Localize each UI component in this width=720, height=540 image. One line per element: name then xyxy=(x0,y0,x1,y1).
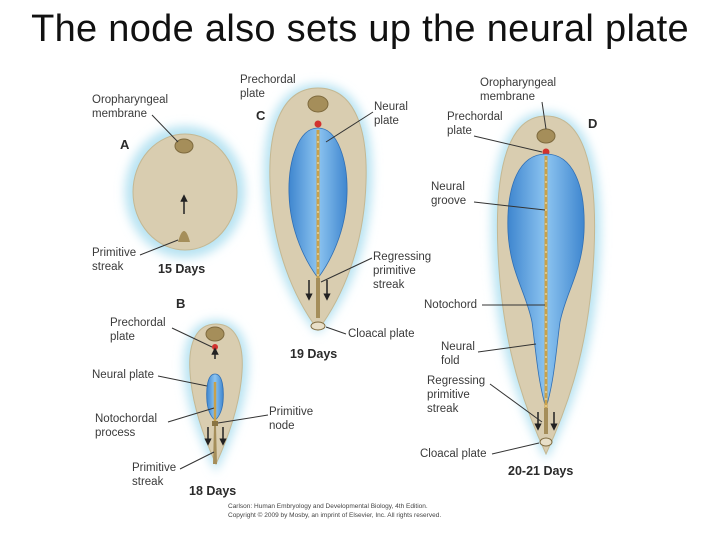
prechordal-plate-c xyxy=(314,120,322,128)
primitive-node-b xyxy=(212,421,218,426)
label-regressing-d-2: primitive xyxy=(427,389,470,401)
label-regressing-c-2: primitive xyxy=(373,265,416,277)
panel-letter-b: B xyxy=(176,296,185,311)
credit-line-2: Copyright © 2009 by Mosby, an imprint of… xyxy=(228,511,441,519)
days-label-d: 20-21 Days xyxy=(508,464,573,478)
oropharyngeal-membrane-d xyxy=(536,128,556,144)
days-label-c: 19 Days xyxy=(290,347,337,361)
panel-letter-d: D xyxy=(588,116,597,131)
label-primitive-node-b-2: node xyxy=(269,420,295,432)
label-notochord-d: Notochord xyxy=(424,299,477,311)
label-primitive-streak-b-1: Primitive xyxy=(132,462,176,474)
days-label-a: 15 Days xyxy=(158,262,205,276)
label-oropharyngeal-d-2: membrane xyxy=(480,91,535,103)
prechordal-plate-b xyxy=(212,344,218,350)
label-primitive-streak-a-1: Primitive xyxy=(92,247,136,259)
label-cloacal-c: Cloacal plate xyxy=(348,328,414,340)
label-primitive-streak-a-2: streak xyxy=(92,261,124,273)
label-neural-plate-c-2: plate xyxy=(374,115,399,127)
primitive-streak-a xyxy=(178,231,190,242)
label-notochordal-b-1: Notochordal xyxy=(95,413,157,425)
panel-letter-a: A xyxy=(120,137,130,152)
label-neural-fold-d-2: fold xyxy=(441,355,460,367)
label-neural-groove-d-1: Neural xyxy=(431,181,465,193)
label-regressing-d-1: Regressing xyxy=(427,375,485,387)
embryo-figure: Oropharyngeal membrane A Primitive strea… xyxy=(90,72,626,520)
days-label-b: 18 Days xyxy=(189,484,236,498)
label-regressing-c-1: Regressing xyxy=(373,251,431,263)
label-prechordal-d-2: plate xyxy=(447,125,472,137)
cloacal-plate-d xyxy=(539,437,553,447)
label-neural-plate-b: Neural plate xyxy=(92,369,154,381)
cloacal-plate-c xyxy=(310,321,326,331)
label-oropharyngeal-a-1: Oropharyngeal xyxy=(92,94,168,106)
embryo-diagram: Oropharyngeal membrane A Primitive strea… xyxy=(92,74,601,519)
slide-title: The node also sets up the neural plate xyxy=(31,8,689,50)
oropharyngeal-membrane-a xyxy=(174,138,194,154)
label-neural-groove-d-2: groove xyxy=(431,195,466,207)
label-prechordal-d-1: Prechordal xyxy=(447,111,503,123)
panel-b-embryo xyxy=(183,320,249,472)
oropharyngeal-membrane-c xyxy=(307,95,329,113)
label-prechordal-b-2: plate xyxy=(110,331,135,343)
label-notochordal-b-2: process xyxy=(95,427,136,439)
label-neural-fold-d-1: Neural xyxy=(441,341,475,353)
label-regressing-c-3: streak xyxy=(373,279,405,291)
panel-d-embryo xyxy=(491,112,601,460)
panel-c-embryo xyxy=(263,84,373,334)
regressing-streak-d xyxy=(544,408,548,434)
label-regressing-d-3: streak xyxy=(427,403,459,415)
credit-line-1: Carlson: Human Embryology and Developmen… xyxy=(228,503,428,510)
panel-letter-c: C xyxy=(256,108,266,123)
label-prechordal-c-1: Prechordal xyxy=(240,74,296,86)
label-prechordal-b-1: Prechordal xyxy=(110,317,166,329)
label-oropharyngeal-d-1: Oropharyngeal xyxy=(480,77,556,89)
label-prechordal-c-2: plate xyxy=(240,88,265,100)
label-neural-plate-c-1: Neural xyxy=(374,101,408,113)
primitive-streak-b xyxy=(213,426,217,464)
label-oropharyngeal-a-2: membrane xyxy=(92,108,147,120)
oropharyngeal-membrane-b xyxy=(205,326,225,342)
label-cloacal-d: Cloacal plate xyxy=(420,448,486,460)
label-primitive-node-b-1: Primitive xyxy=(269,406,313,418)
regressing-streak-c xyxy=(316,278,320,318)
label-primitive-streak-b-2: streak xyxy=(132,476,164,488)
panel-a-embryo xyxy=(125,126,245,258)
